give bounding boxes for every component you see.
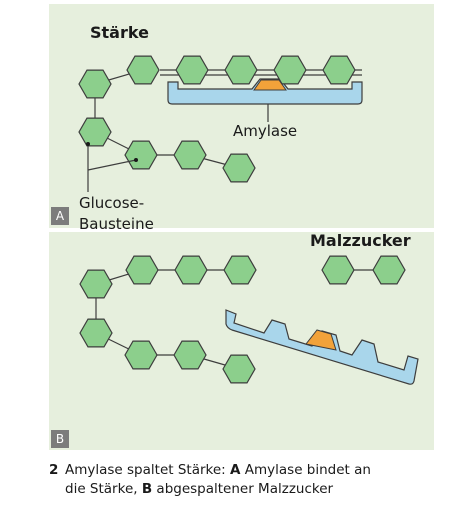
caption-text: die Stärke, (65, 481, 142, 497)
glucose-label-line2: Bausteine (79, 215, 154, 233)
glucose-unit (223, 255, 257, 285)
caption-line-2: die Stärke, B abgespaltener Malzzucker (65, 480, 333, 499)
figure-number: 2 (49, 462, 59, 478)
glycosidic-bonds-a (94, 69, 240, 169)
glucose-unit (79, 269, 113, 299)
glucose-unit (126, 55, 160, 85)
glucose-unit (79, 318, 113, 348)
glucose-unit (78, 117, 112, 147)
glucose-unit (173, 340, 207, 370)
glucose-unit (273, 55, 307, 85)
maltose-title: Malzzucker (310, 231, 411, 250)
caption-text: Amylase spaltet Stärke: (65, 462, 231, 478)
glucose-unit (124, 140, 158, 170)
glucose-unit (125, 255, 159, 285)
panel-b-tag: B (51, 430, 69, 448)
caption-marker-a: A (230, 462, 241, 478)
maltose-unit (372, 255, 406, 285)
panel-a-tag: A (51, 207, 69, 225)
caption-text: abgespaltener Malzzucker (152, 481, 334, 497)
glucose-unit (222, 354, 256, 384)
amylase-label: Amylase (233, 122, 297, 140)
glucose-unit (322, 55, 356, 85)
glucose-unit (173, 140, 207, 170)
glucose-unit (175, 55, 209, 85)
glucose-unit (174, 255, 208, 285)
caption-marker-b: B (141, 481, 153, 497)
panel-a (49, 4, 434, 228)
starch-amylase-diagram: Stärke Amylase Glucose- Bausteine Malzzu (78, 23, 419, 385)
caption-line-1: Amylase spaltet Stärke: A Amylase bindet… (65, 461, 371, 480)
glucose-unit (124, 340, 158, 370)
glucose-pointers (87, 144, 137, 192)
starch-title: Stärke (90, 23, 149, 42)
pointer-dot (134, 158, 138, 162)
caption-text: Amylase bindet an (240, 462, 371, 478)
pointer-dot (86, 142, 90, 146)
active-site (253, 79, 287, 91)
maltose-unit (321, 255, 355, 285)
glucose-unit (222, 153, 256, 183)
glucose-unit (78, 69, 112, 99)
active-site-released (305, 329, 337, 351)
glucose-unit (224, 55, 258, 85)
glucose-label-line1: Glucose- (79, 194, 144, 212)
pointer-line (87, 159, 137, 171)
